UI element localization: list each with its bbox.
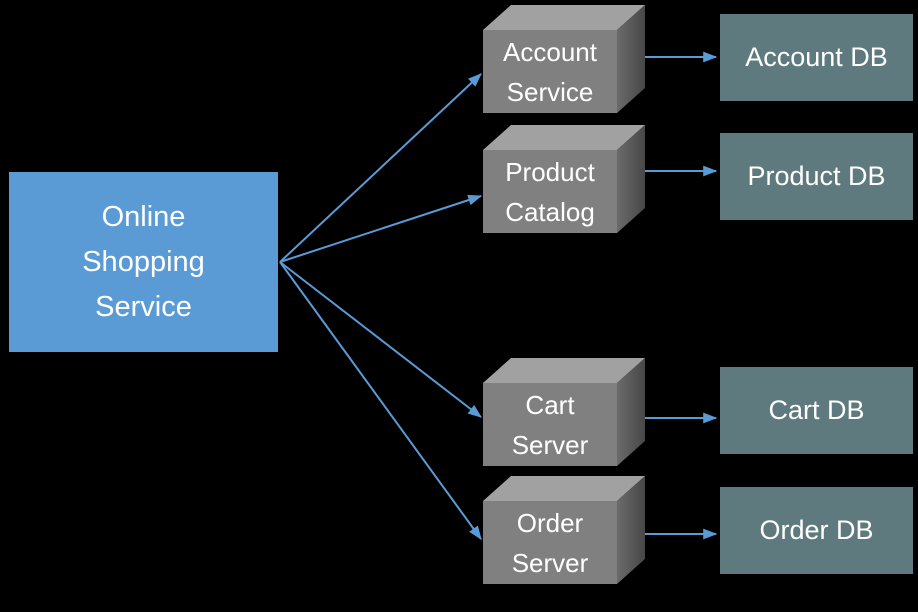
node-account-db: Account DB <box>720 14 913 101</box>
node-order-server: Order Server <box>483 476 646 585</box>
cube-shape <box>483 476 645 584</box>
node-cart-db: Cart DB <box>720 367 913 454</box>
node-label-online-shopping-service: Online Shopping Service <box>82 200 205 323</box>
arrow-client-to-account-service <box>279 73 482 263</box>
node-label-product-catalog: Product Catalog <box>505 157 595 227</box>
node-order-db: Order DB <box>720 487 913 574</box>
node-label-account-service: Account Service <box>503 37 597 107</box>
node-product-db: Product DB <box>720 133 913 220</box>
cube-shape <box>483 125 645 233</box>
node-label-cart-server: Cart Server <box>511 390 589 460</box>
arrow-client-to-product-catalog <box>279 194 483 263</box>
cube-shape <box>483 358 645 466</box>
arrow-client-to-order-server <box>279 261 482 540</box>
node-label-product-db: Product DB <box>747 161 886 191</box>
node-label-account-db: Account DB <box>745 42 888 72</box>
arrow-client-to-cart-server <box>279 261 482 418</box>
node-label-order-db: Order DB <box>759 515 874 545</box>
node-label-order-server: Order Server <box>511 508 589 578</box>
node-online-shopping-service: Online Shopping Service <box>9 172 278 352</box>
node-product-catalog: Product Catalog <box>483 125 646 234</box>
node-account-service: Account Service <box>483 5 646 114</box>
node-cart-server: Cart Server <box>483 358 646 467</box>
node-label-cart-db: Cart DB <box>768 395 865 425</box>
cube-shape <box>483 5 645 113</box>
